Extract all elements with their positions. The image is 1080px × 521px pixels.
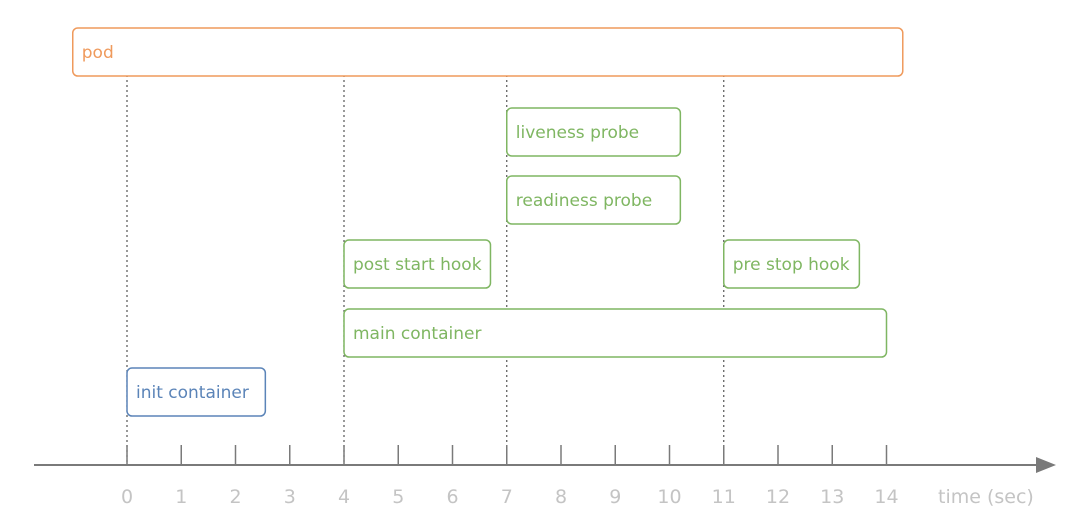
tick-label-1: 1 [175,486,187,508]
tick-label-13: 13 [820,486,844,508]
tick-label-9: 9 [609,486,621,508]
tick-label-0: 0 [121,486,133,508]
pre-stop-hook-box-outline [723,239,861,289]
readiness-probe-box: readiness probe [506,175,682,225]
time-axis: time (sec) [34,457,1056,508]
pod-label: pod [82,43,114,63]
tick-label-12: 12 [766,486,790,508]
liveness-probe-box-outline [506,107,682,157]
pod-box: pod [72,27,904,77]
readiness-probe-label: readiness probe [516,191,652,211]
axis-title: time (sec) [938,486,1034,508]
liveness-probe-label: liveness probe [516,123,639,143]
tick-label-6: 6 [446,486,458,508]
tick-label-2: 2 [229,486,241,508]
tick-label-14: 14 [874,486,898,508]
tick-label-10: 10 [657,486,681,508]
axis-arrowhead [1036,457,1056,473]
pre-stop-hook-label: pre stop hook [733,255,850,275]
post-start-hook-label: post start hook [353,255,482,275]
pre-stop-hook-box: pre stop hook [723,239,861,289]
tick-label-3: 3 [284,486,296,508]
post-start-hook-box: post start hook [343,239,492,289]
pod-box-outline [72,27,904,77]
tick-label-8: 8 [555,486,567,508]
tick-label-11: 11 [712,486,736,508]
liveness-probe-box: liveness probe [506,107,682,157]
post-start-hook-box-outline [343,239,492,289]
init-container-box-outline [126,367,267,417]
main-container-box-outline [343,308,888,358]
tick-label-5: 5 [392,486,404,508]
main-container-box: main container [343,308,888,358]
tick-label-4: 4 [338,486,350,508]
init-container-label: init container [136,383,249,403]
readiness-probe-box-outline [506,175,682,225]
init-container-box: init container [126,367,267,417]
main-container-label: main container [353,324,481,344]
lifecycle-boxes: pod liveness probe readiness probe post sta… [72,27,904,417]
tick-label-7: 7 [501,486,513,508]
